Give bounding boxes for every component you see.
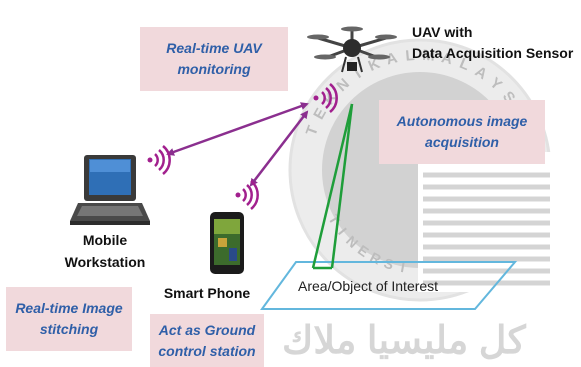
arrow-uav-workstation — [166, 102, 309, 156]
ground-control-station-box: Act as Ground control station — [150, 314, 264, 367]
watermark-ring-letter: A — [384, 49, 399, 68]
watermark-arabic-text: كل مليسيا ملاك — [282, 320, 526, 362]
realtime-uav-monitoring-box: Real-time UAV monitoring — [140, 27, 288, 91]
area-of-interest-shape — [260, 261, 518, 310]
area-of-interest-label: Area/Object of Interest — [298, 278, 439, 294]
watermark-bottom-letter: I — [400, 259, 407, 275]
sensor-beam — [311, 103, 354, 270]
uav-title-line1: UAV with — [412, 24, 473, 40]
watermark-ring-letter: L — [405, 47, 416, 65]
mobile-workstation-label: Mobile Workstation — [45, 229, 165, 273]
wifi-signal-icon-uav — [313, 83, 338, 113]
image-document-graphic — [411, 151, 556, 292]
watermark-ring-letter: A — [440, 49, 455, 68]
laptop-icon — [70, 155, 150, 225]
uav-drone-icon — [307, 26, 397, 73]
smartphone-icon — [210, 212, 244, 274]
realtime-image-stitching-box: Real-time Image stitching — [6, 287, 132, 351]
ground-control-station-label: Act as Ground control station — [158, 321, 256, 359]
smartphone-label: Smart Phone — [163, 285, 251, 301]
wifi-signal-icon-workstation — [147, 145, 171, 175]
uav-title-line2: Data Acquisition Sensor — [412, 45, 574, 61]
realtime-image-stitching-label: Real-time Image stitching — [15, 300, 123, 337]
autonomous-image-acquisition-label: Autonomous image acquisition — [396, 113, 528, 150]
watermark-ring-letter: M — [422, 47, 436, 65]
uav-title-label: UAV with Data Acquisition Sensor — [412, 22, 573, 64]
arrow-uav-smartphone — [249, 110, 309, 187]
mobile-label-line2: Workstation — [64, 254, 146, 270]
wifi-signal-icon-smartphone — [235, 180, 259, 210]
autonomous-image-acquisition-box: Autonomous image acquisition — [379, 100, 545, 164]
mobile-label-line1: Mobile — [82, 232, 128, 248]
realtime-uav-monitoring-label: Real-time UAV monitoring — [166, 40, 262, 77]
